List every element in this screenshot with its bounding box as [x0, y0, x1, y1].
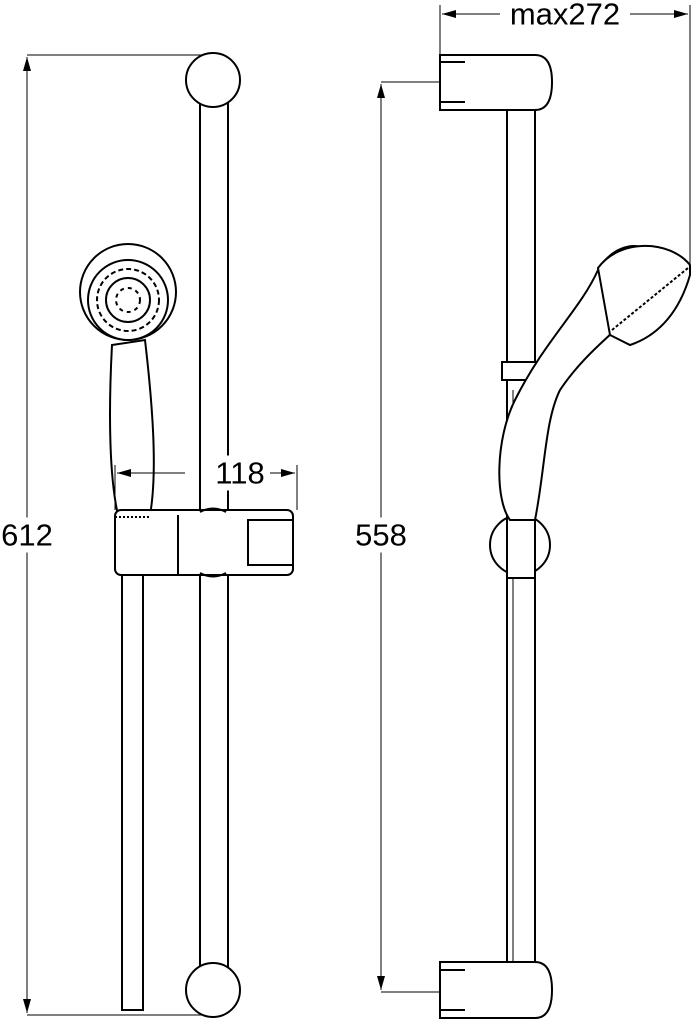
- hose-front: [121, 570, 144, 1011]
- bottom-bracket-side: [439, 961, 554, 1019]
- handle-front: [109, 338, 155, 516]
- shower-head-side: [596, 245, 691, 347]
- slider-knob: [247, 519, 294, 566]
- dimension-label-558: 558: [355, 517, 407, 553]
- side-view: [377, 5, 691, 1019]
- top-end-cap: [185, 52, 241, 108]
- front-view: [23, 52, 298, 1018]
- top-bracket-side: [439, 54, 554, 111]
- extension-lines-558: [381, 81, 440, 993]
- extension-lines-612: [27, 54, 215, 1016]
- dimension-label-118: 118: [215, 455, 265, 491]
- dimension-label-max272: max272: [509, 0, 621, 32]
- bottom-end-cap: [185, 962, 241, 1018]
- dimension-label-612: 612: [1, 517, 53, 553]
